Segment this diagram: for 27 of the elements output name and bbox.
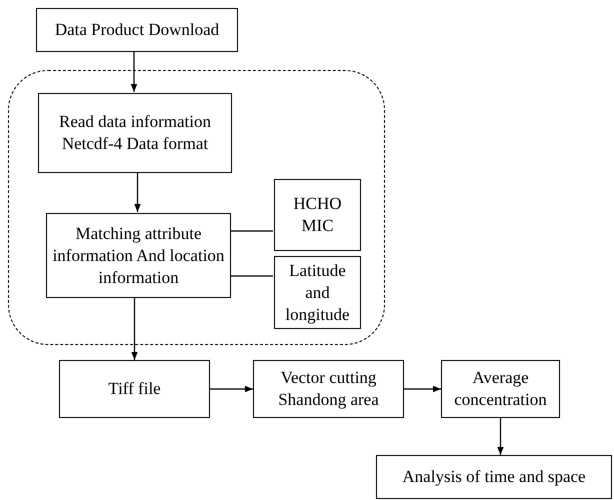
box-label: Data Product Download xyxy=(54,19,220,41)
arrow xyxy=(134,172,141,212)
process-box xyxy=(38,93,232,173)
arrow xyxy=(131,297,138,360)
process-box xyxy=(441,360,560,418)
process-box xyxy=(274,256,361,329)
box-label: Vector cutting Shandong area xyxy=(277,367,380,411)
process-box xyxy=(59,360,210,418)
arrow xyxy=(210,386,253,392)
box-label: Read data information Netcdf-4 Data format xyxy=(58,111,212,155)
arrow xyxy=(130,52,138,92)
arrow xyxy=(497,418,504,455)
process-box xyxy=(36,8,238,52)
box-label: Average concentration xyxy=(453,367,548,411)
process-box xyxy=(46,213,231,298)
box-label: Latitude and longitude xyxy=(284,260,351,326)
process-box xyxy=(274,179,361,251)
dashed-group-frame xyxy=(8,70,385,345)
box-label: Analysis of time and space xyxy=(402,466,586,488)
process-box xyxy=(253,360,404,418)
box-label: Tiff file xyxy=(108,378,161,400)
box-label: HCHO MIC xyxy=(292,193,343,237)
process-box xyxy=(376,455,612,499)
arrow xyxy=(404,386,441,392)
connector-line xyxy=(230,230,273,232)
box-label: Matching attribute information And location information xyxy=(52,222,226,288)
connector-line xyxy=(230,275,273,277)
